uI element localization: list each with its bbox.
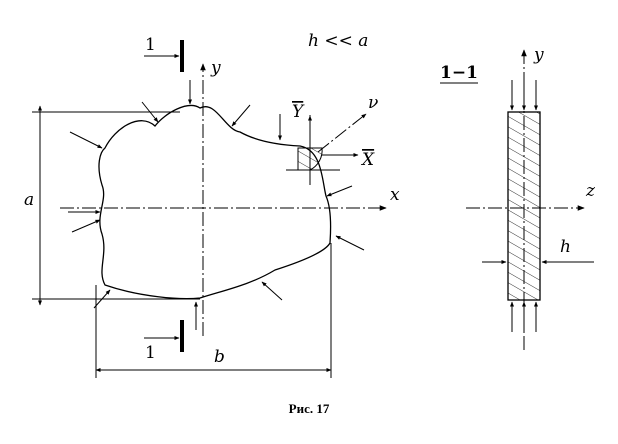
dim-a-label: a — [24, 190, 34, 210]
force-y-label: Y — [292, 102, 305, 122]
dim-b-label: b — [214, 347, 225, 367]
dimension-a: a — [24, 105, 200, 306]
x-axis-label: x — [390, 185, 400, 205]
force-x-label: X — [360, 150, 375, 170]
section-y-label: y — [533, 45, 544, 65]
normal-label: ν — [368, 93, 378, 113]
cut-top-label: 1 — [145, 35, 156, 55]
section-title: 1−1 — [440, 63, 478, 83]
figure-caption: Рис. 17 — [289, 401, 330, 416]
section-cut-top: 1 — [144, 35, 184, 72]
plate-view: a b x y 1 1 h << a — [24, 31, 400, 378]
dimension-h: h — [482, 237, 594, 264]
section-view: 1−1 y z h — [440, 45, 596, 350]
boundary-element: Y X ν — [286, 93, 378, 185]
relation-text: h << a — [308, 31, 368, 51]
y-axis-label: y — [210, 58, 221, 78]
z-axis-label: z — [585, 181, 596, 201]
surface-load-arrows — [68, 80, 365, 330]
section-cut-bottom: 1 — [144, 320, 184, 363]
plate-contour — [98, 104, 332, 300]
dimension-b: b — [95, 243, 332, 378]
cut-bottom-label: 1 — [145, 343, 156, 363]
dim-h-label: h — [560, 237, 571, 257]
